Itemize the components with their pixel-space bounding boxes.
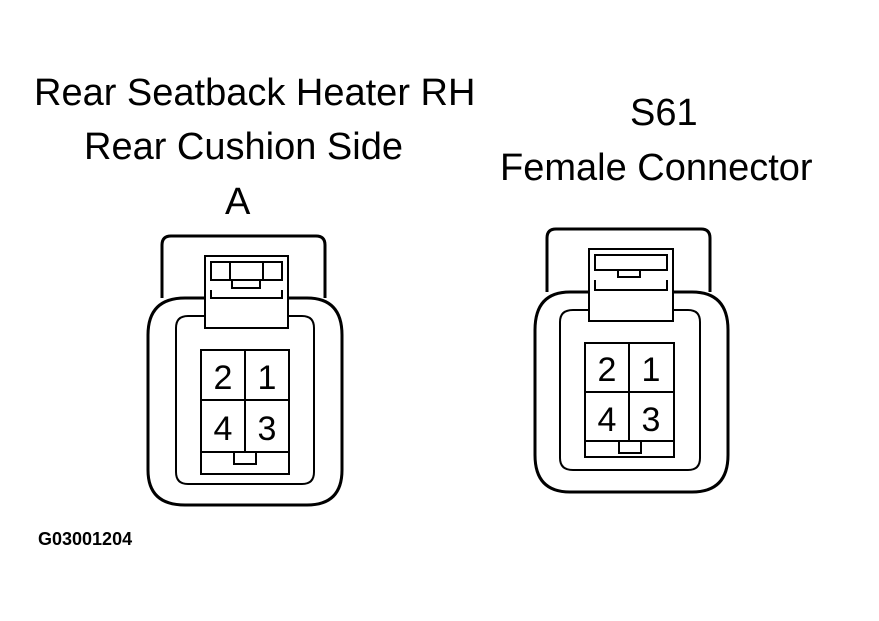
right-connector-inner [559, 309, 701, 471]
right-pin-2: 2 [598, 351, 617, 389]
left-connector-title: Rear Seatback Heater RH [34, 72, 476, 114]
right-connector-body [533, 290, 730, 494]
left-connector-body [146, 296, 344, 507]
left-latch-housing [160, 234, 327, 298]
right-connector [533, 227, 730, 494]
left-pin-3: 3 [258, 410, 277, 448]
left-pin-2: 2 [214, 359, 233, 397]
left-pin-1: 1 [258, 359, 277, 397]
right-connector-id: S61 [630, 92, 698, 134]
left-connector-id: A [225, 181, 251, 223]
left-connector-subtitle: Rear Cushion Side [84, 126, 403, 168]
left-connector-inner [175, 315, 315, 485]
right-pin-1: 1 [642, 351, 661, 389]
right-connector-title: Female Connector [500, 147, 813, 189]
right-latch [588, 248, 674, 322]
left-latch [204, 255, 289, 329]
figure-code: G03001204 [38, 529, 133, 549]
right-pin-3: 3 [642, 401, 661, 439]
left-pin-4: 4 [214, 410, 233, 448]
right-pin-4: 4 [598, 401, 617, 439]
left-key [233, 451, 257, 465]
right-latch-housing [545, 227, 712, 292]
right-key [618, 440, 642, 454]
left-connector [146, 234, 344, 507]
